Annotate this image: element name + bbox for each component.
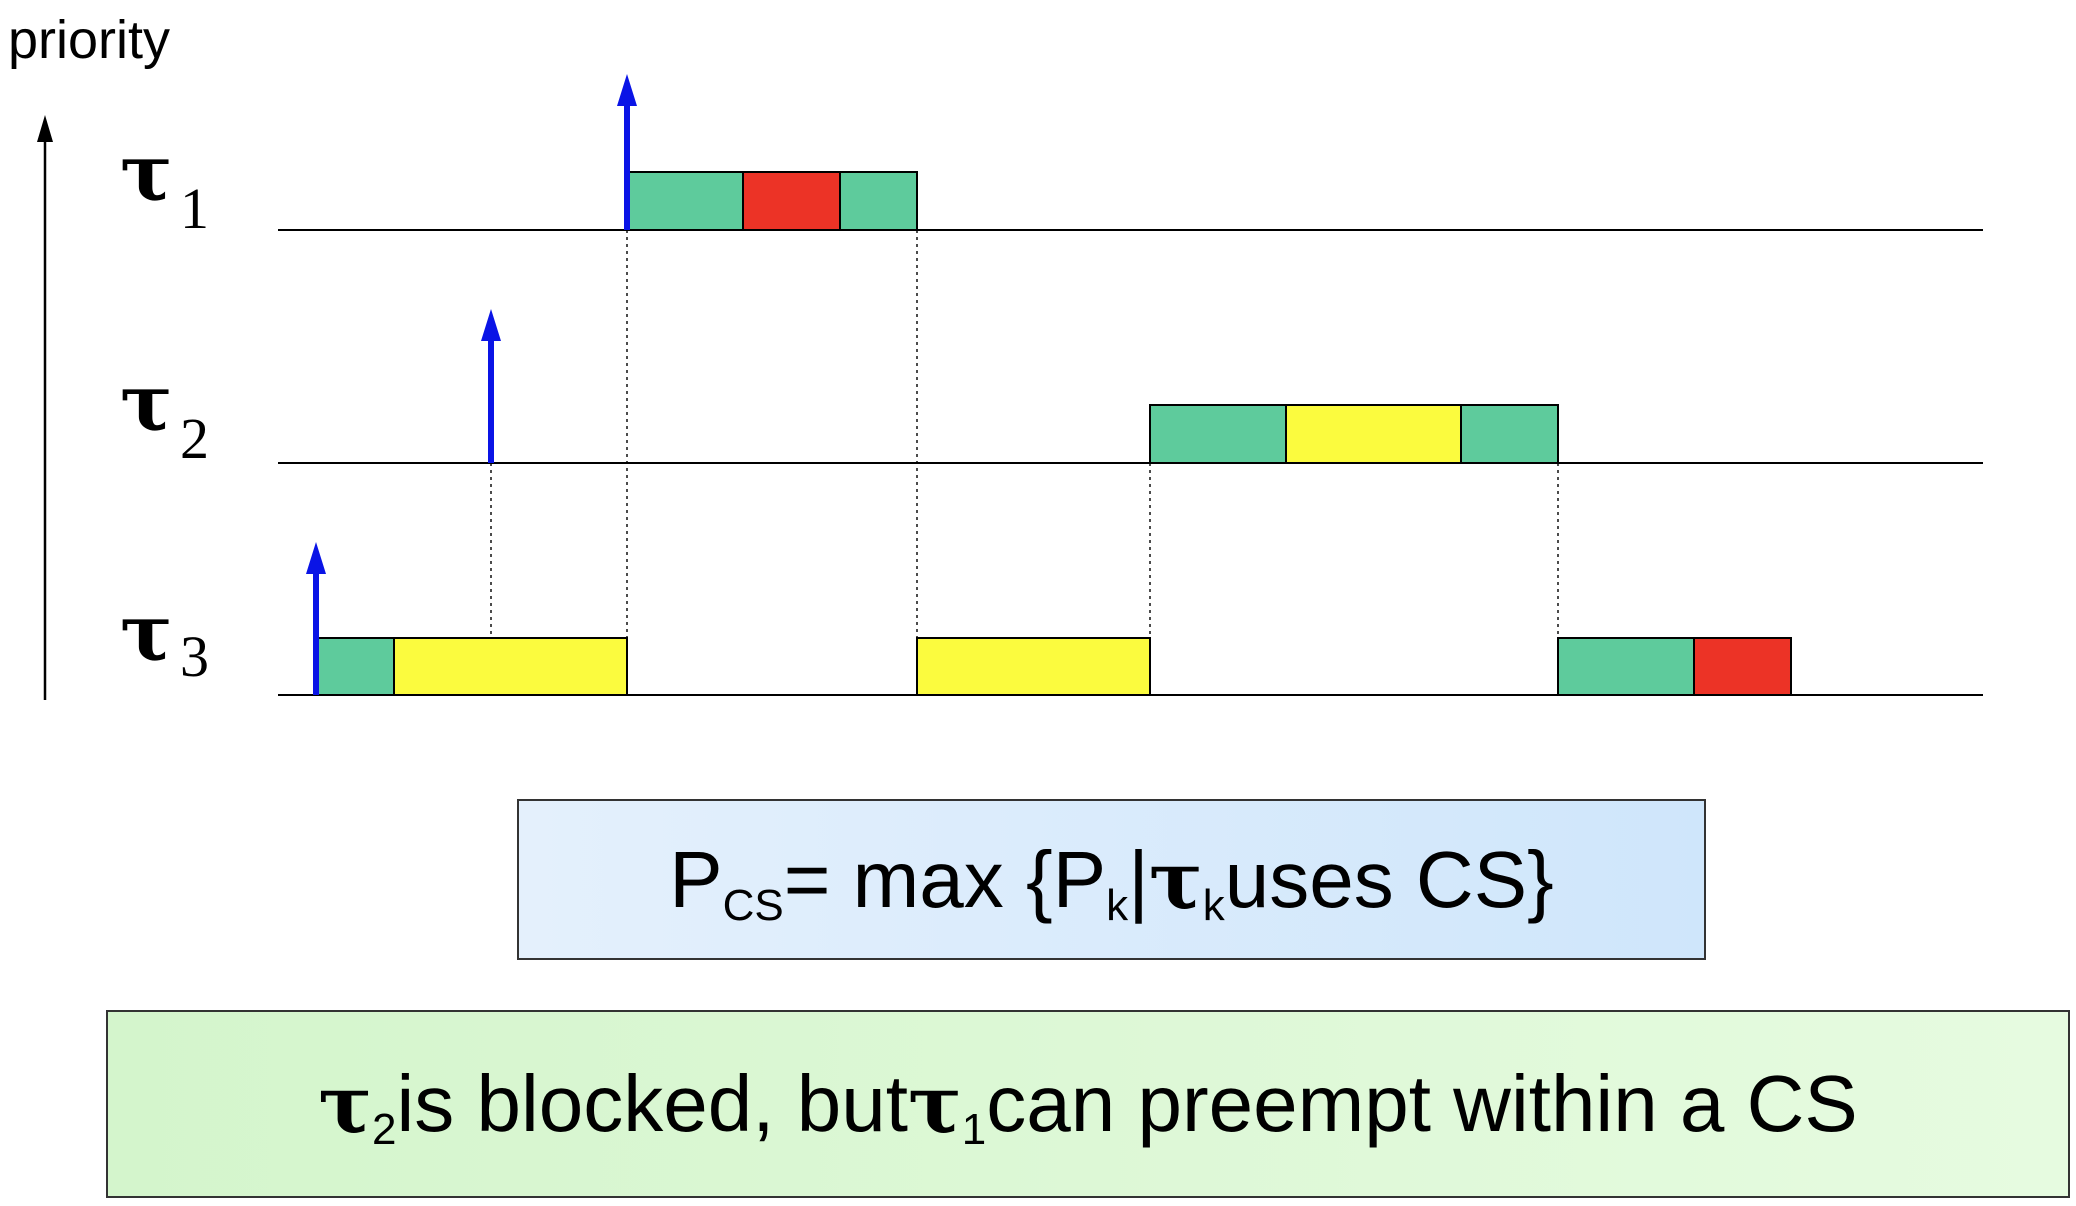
formula-k-subscript: k [1106, 880, 1129, 930]
svg-text:τ: τ [120, 358, 172, 449]
arrival-arrow-task-3 [306, 542, 326, 695]
note-text-a: is blocked, but [396, 1059, 908, 1148]
formula-rest: uses CS} [1224, 834, 1554, 924]
note-tau-2: τ [318, 1057, 373, 1151]
svg-text:1: 1 [180, 176, 209, 241]
execution-segment-critical-section-shared [742, 171, 841, 231]
task-label-2: τ 2 [120, 358, 209, 471]
note-tau-1-subscript: 1 [961, 1105, 987, 1154]
execution-segment-normal [839, 171, 918, 231]
note-tau-1: τ [907, 1057, 962, 1151]
execution-segment-critical-section-shared [1693, 637, 1792, 696]
formula-eq: = max {P [783, 834, 1107, 924]
execution-segment-critical-section-local [393, 637, 628, 696]
task-label-1: τ 1 [120, 128, 209, 241]
execution-segment-critical-section-local [916, 637, 1151, 696]
task-label-3: τ 3 [120, 588, 209, 689]
execution-segment-normal [315, 637, 395, 696]
formula-tau-subscript: k [1202, 880, 1225, 930]
arrival-arrow-task-1 [617, 74, 637, 230]
execution-segment-normal [1149, 404, 1287, 464]
svg-text:2: 2 [180, 406, 209, 471]
execution-segment-critical-section-local [1285, 404, 1462, 464]
svg-text:τ: τ [120, 588, 172, 679]
arrival-arrow-task-2 [481, 309, 501, 463]
execution-segment-normal [1460, 404, 1559, 464]
execution-segment-normal [1557, 637, 1695, 696]
formula-bar: | [1128, 834, 1149, 924]
note-tau-2-subscript: 2 [372, 1105, 397, 1154]
formula-tau: τ [1148, 832, 1203, 927]
formula-p-subscript: CS [722, 880, 784, 930]
note-text-b: can preempt within a CS [986, 1059, 1858, 1148]
axis-label: priority [8, 10, 170, 70]
priority-axis-arrowhead-icon [37, 115, 53, 142]
formula-p: P [669, 834, 723, 924]
svg-text:3: 3 [180, 624, 209, 689]
svg-text:τ: τ [120, 128, 172, 219]
execution-segment-normal [626, 171, 744, 231]
